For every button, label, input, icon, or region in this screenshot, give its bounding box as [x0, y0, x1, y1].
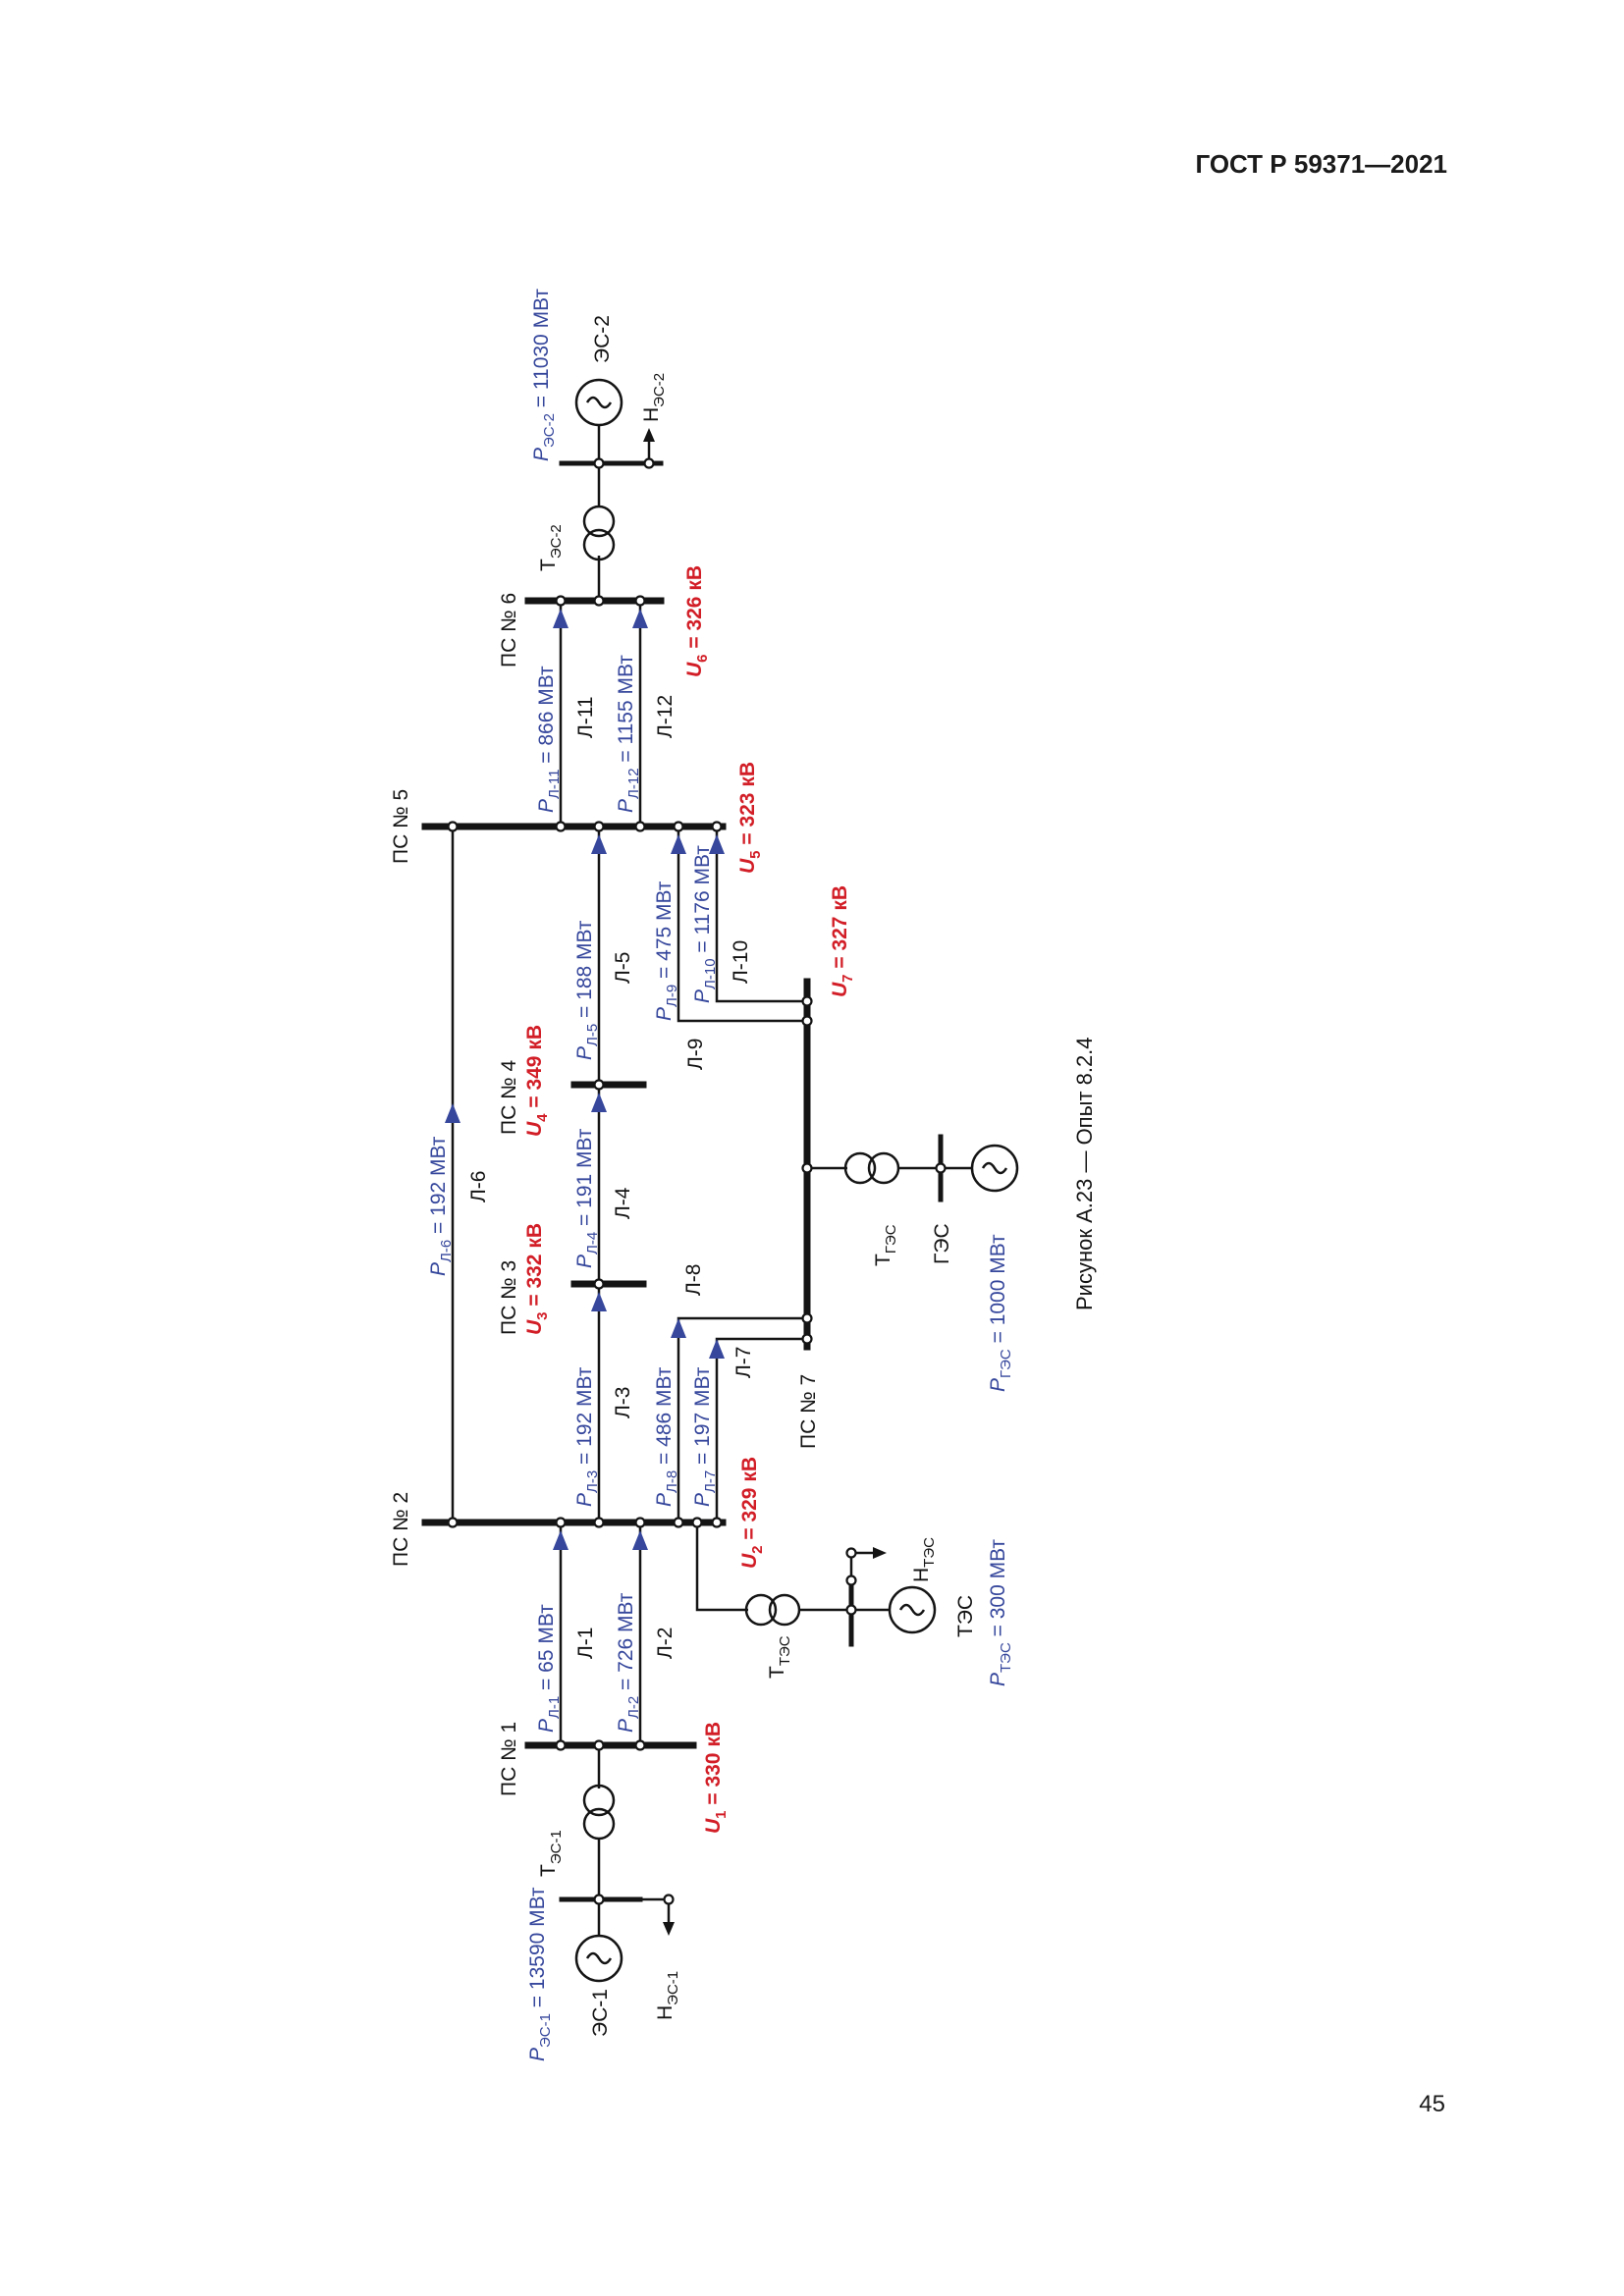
generator-es2	[574, 378, 623, 427]
power-label-es2: PЭС-2 = 11030 МВт	[530, 289, 558, 461]
label-ps5: ПС № 5	[390, 789, 412, 864]
label-transformer-ges: ТГЭС	[872, 1224, 899, 1266]
generator-es1-sine	[585, 1951, 613, 1965]
voltage-label-u5: U5 = 323 кВ	[736, 762, 764, 874]
document-header: ГОСТ Р 59371—2021	[1195, 149, 1447, 179]
flow-label-l3: PЛ-3 = 192 МВт	[573, 1366, 601, 1507]
load-arrow-es2	[643, 428, 655, 442]
flow-arrow-l2	[632, 1530, 648, 1550]
flow-label-l7: PЛ-7 = 197 МВт	[691, 1366, 719, 1507]
flow-label-l12: PЛ-12 = 1155 МВт	[615, 655, 642, 813]
page-number: 45	[1419, 2091, 1445, 2117]
label-transformer-es2: ТЭС-2	[537, 524, 565, 571]
transformer-tes-winding-a	[744, 1593, 778, 1627]
label-l1: Л-1	[574, 1628, 597, 1659]
flow-arrow-l9	[671, 834, 686, 854]
generator-tes	[888, 1585, 937, 1634]
line-l9	[677, 827, 807, 1023]
flow-label-l4: PЛ-4 = 191 МВт	[573, 1128, 601, 1268]
label-l12: Л-12	[654, 695, 677, 738]
label-ps7: ПС № 7	[797, 1374, 820, 1449]
flow-arrow-l6	[445, 1103, 460, 1123]
flow-arrow-l4	[591, 1093, 607, 1112]
flow-label-l5: PЛ-5 = 188 МВт	[573, 920, 601, 1060]
voltage-label-u2: U2 = 329 кВ	[738, 1457, 766, 1569]
flow-arrow-l10	[709, 834, 725, 854]
transformer-ges-winding-a	[843, 1151, 877, 1185]
generator-es1	[574, 1934, 623, 1983]
voltage-label-u4: U4 = 349 кВ	[523, 1025, 551, 1137]
flow-label-l11: PЛ-11 = 866 МВт	[535, 666, 563, 813]
label-load-es2: НЭС-2	[640, 373, 668, 422]
label-load-tes: НТЭС	[910, 1537, 938, 1582]
flow-label-l6: PЛ-6 = 192 МВт	[427, 1136, 455, 1276]
power-label-tes: PТЭС = 300 МВт	[987, 1539, 1014, 1686]
label-ges: ГЭС	[931, 1223, 953, 1264]
label-l6: Л-6	[467, 1171, 490, 1202]
transformer-es2-winding-a	[582, 528, 616, 561]
label-l5: Л-5	[612, 952, 634, 984]
label-tes: ТЭС	[954, 1595, 977, 1637]
flow-arrow-l11	[553, 609, 568, 628]
label-load-es1: НЭС-1	[654, 1971, 681, 2020]
flow-label-l1: PЛ-1 = 65 МВт	[535, 1604, 563, 1733]
junction-dots	[447, 457, 947, 1905]
transformer-es1-winding-b	[582, 1807, 616, 1841]
label-l2: Л-2	[654, 1628, 677, 1659]
generator-es2-sine	[585, 396, 613, 409]
label-l8: Л-8	[682, 1264, 705, 1296]
voltage-label-u7: U7 = 327 кВ	[829, 885, 856, 997]
generator-tes-sine	[898, 1603, 926, 1617]
label-ps3: ПС № 3	[498, 1260, 520, 1335]
label-es1: ЭС-1	[589, 1989, 612, 2037]
power-label-ges: PГЭС = 1000 МВт	[987, 1234, 1014, 1392]
flow-arrow-l8	[671, 1318, 686, 1338]
line-l7	[715, 1337, 807, 1522]
flow-arrow-l7	[709, 1339, 725, 1359]
transformer-ges-winding-b	[867, 1151, 900, 1185]
transformer-es2-winding-b	[582, 505, 616, 538]
label-transformer-es1: ТЭС-1	[537, 1830, 565, 1877]
label-l3: Л-3	[612, 1387, 634, 1418]
flow-arrow-l12	[632, 609, 648, 628]
label-l7: Л-7	[732, 1347, 755, 1378]
voltage-label-u1: U1 = 330 кВ	[702, 1722, 730, 1834]
label-l11: Л-11	[574, 696, 597, 738]
flow-label-l10: PЛ-10 = 1176 МВт	[691, 845, 719, 1003]
label-l4: Л-4	[612, 1187, 634, 1219]
voltage-label-u6: U6 = 326 кВ	[683, 565, 711, 677]
line-l10	[715, 827, 807, 1003]
voltage-label-u3: U3 = 332 кВ	[523, 1223, 551, 1335]
label-ps6: ПС № 6	[498, 593, 520, 667]
flow-label-l9: PЛ-9 = 475 МВт	[653, 881, 680, 1021]
flow-arrow-l1	[553, 1530, 568, 1550]
label-transformer-tes: ТТЭС	[766, 1635, 793, 1679]
load-arrow-es1	[663, 1922, 675, 1936]
flow-label-l8: PЛ-8 = 486 МВт	[653, 1366, 680, 1507]
figure-caption: Рисунок А.23 — Опыт 8.2.4	[1072, 1037, 1097, 1310]
flow-arrow-l3	[591, 1292, 607, 1311]
label-es2: ЭС-2	[591, 315, 614, 363]
generator-ges-sine	[981, 1161, 1008, 1175]
flow-label-l2: PЛ-2 = 726 МВт	[615, 1592, 642, 1733]
transformer-es1-winding-a	[582, 1784, 616, 1817]
label-l10: Л-10	[730, 940, 752, 984]
label-ps1: ПС № 1	[498, 1722, 520, 1796]
label-ps2: ПС № 2	[390, 1492, 412, 1567]
generator-ges	[970, 1144, 1019, 1193]
label-l9: Л-9	[684, 1039, 707, 1070]
power-label-es1: PЭС-1 = 13590 МВт	[526, 1887, 554, 2061]
load-arrow-tes	[873, 1547, 887, 1559]
label-ps4: ПС № 4	[498, 1060, 520, 1135]
flow-arrow-l5	[591, 834, 607, 854]
transformer-tes-winding-b	[768, 1593, 801, 1627]
